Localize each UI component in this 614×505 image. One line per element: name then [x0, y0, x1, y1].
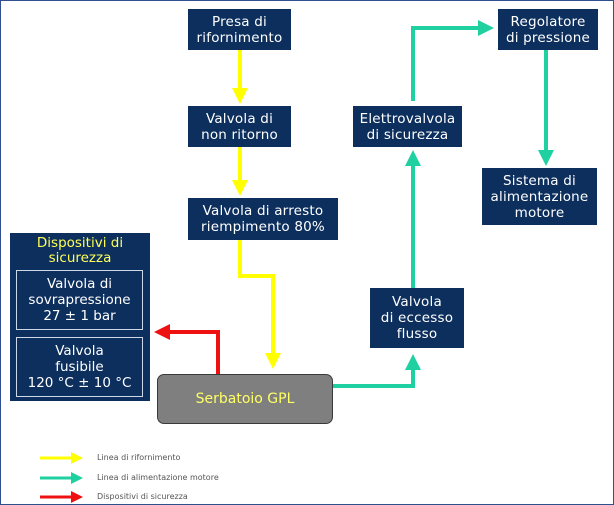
- legend-label-sicurezza: Dispositivi di sicurezza: [97, 492, 188, 501]
- dispositivi-sicurezza-title: Dispositivi di sicurezza: [36, 235, 124, 266]
- refuel-arrow-3: [238, 240, 281, 369]
- serbatoio-gpl: Serbatoio GPL: [157, 374, 333, 424]
- supply-arrow-1: [333, 354, 421, 388]
- serbatoio-gpl-label: Serbatoio GPL: [195, 391, 295, 407]
- legend-label-alimentazione: Linea di alimentazione motore: [97, 473, 219, 482]
- supply-arrow-3: [411, 20, 494, 101]
- safety-arrow: [154, 324, 220, 374]
- legend-label-rifornimento: Linea di rifornimento: [97, 453, 181, 462]
